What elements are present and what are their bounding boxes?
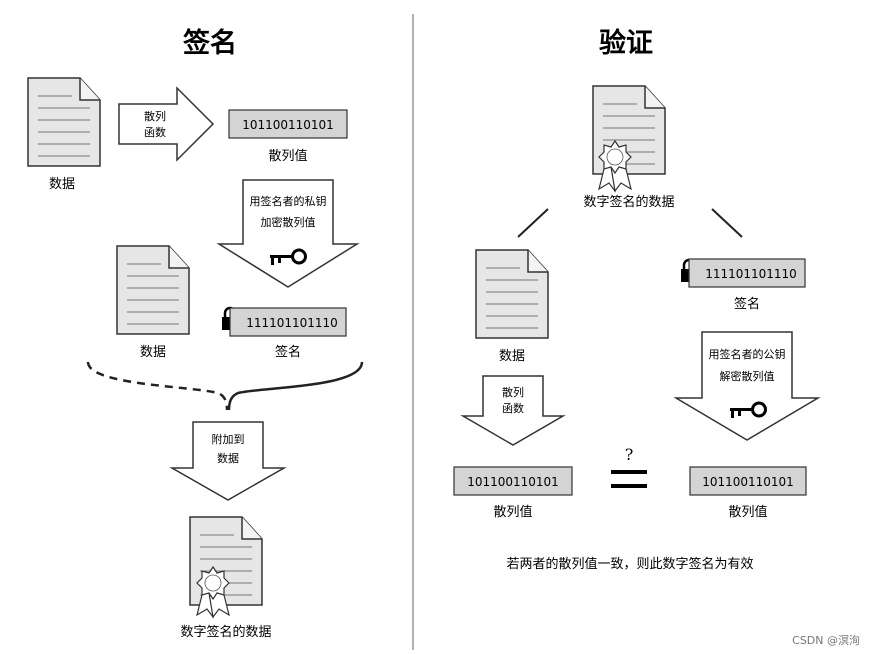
split-line-left <box>517 208 549 238</box>
signed-data-label: 数字签名的数据 <box>180 624 271 640</box>
decrypt-arrow <box>673 331 821 441</box>
encrypt-arrow <box>216 179 360 288</box>
dashed-bracket <box>86 361 229 411</box>
decrypt-line2: 解密散列值 <box>720 369 775 383</box>
verify-doc-label: 数据 <box>499 349 525 364</box>
signature-value-box <box>688 258 806 288</box>
seal-icon <box>598 140 632 192</box>
equals-bar-bottom <box>611 484 647 488</box>
verify-signature-value: 111101101110 <box>705 267 797 281</box>
hash-value-box <box>228 109 348 139</box>
hash-right-label: 散列值 <box>728 504 767 520</box>
conclusion-text: 若两者的散列值一致，则此数字签名为有效 <box>506 556 753 572</box>
document-icon <box>27 77 101 167</box>
solid-bracket <box>227 361 364 411</box>
decrypt-line1: 用签名者的公钥 <box>709 347 786 361</box>
verify-title: 验证 <box>599 27 653 59</box>
verify-hash-fn-line2: 函数 <box>502 402 524 415</box>
signed-document-icon <box>189 516 263 606</box>
sign-title: 签名 <box>183 27 237 59</box>
attach-line2: 数据 <box>217 451 239 465</box>
verify-section: 验证 数字签名的数据 数据 111101101110 签名 散列 函数 用签名者… <box>453 27 821 572</box>
attach-line1: 附加到 <box>212 432 245 446</box>
hash-fn-line2: 函数 <box>144 126 166 139</box>
signature-value-box <box>229 307 347 337</box>
hash-left-box <box>453 466 573 496</box>
document-icon <box>475 249 549 339</box>
sign-section: 签名 数据 散列 函数 101100110101 散列值 用签名者的私钥 加密散… <box>27 27 364 640</box>
signature-label: 签名 <box>275 344 301 360</box>
split-line-right <box>711 208 743 238</box>
encrypt-line1: 用签名者的私钥 <box>250 194 327 208</box>
hash-left-value: 101100110101 <box>467 475 559 489</box>
equals-bar-top <box>611 470 647 474</box>
sign-doc-label: 数据 <box>49 177 75 192</box>
attach-arrow <box>169 421 287 501</box>
hash-left-label: 散列值 <box>493 504 532 520</box>
hash-fn-line1: 散列 <box>144 109 166 123</box>
hash-value: 101100110101 <box>242 118 334 132</box>
hash-value-label: 散列值 <box>268 148 307 164</box>
verify-signed-label: 数字签名的数据 <box>583 194 674 210</box>
watermark: CSDN @溟洵 <box>792 633 860 647</box>
question-mark: ? <box>625 445 634 464</box>
verify-signature-label: 签名 <box>734 296 760 312</box>
verify-hash-fn-line1: 散列 <box>502 385 524 399</box>
hash-function-arrow <box>460 375 566 446</box>
hash-function-arrow <box>118 86 215 162</box>
signature-value: 111101101110 <box>246 316 338 330</box>
encrypt-line2: 加密散列值 <box>261 215 316 229</box>
hash-right-box <box>689 466 807 496</box>
seal-icon <box>196 566 230 618</box>
hash-right-value: 101100110101 <box>702 475 794 489</box>
document-icon <box>116 245 190 335</box>
sign-doc2-label: 数据 <box>140 345 166 360</box>
